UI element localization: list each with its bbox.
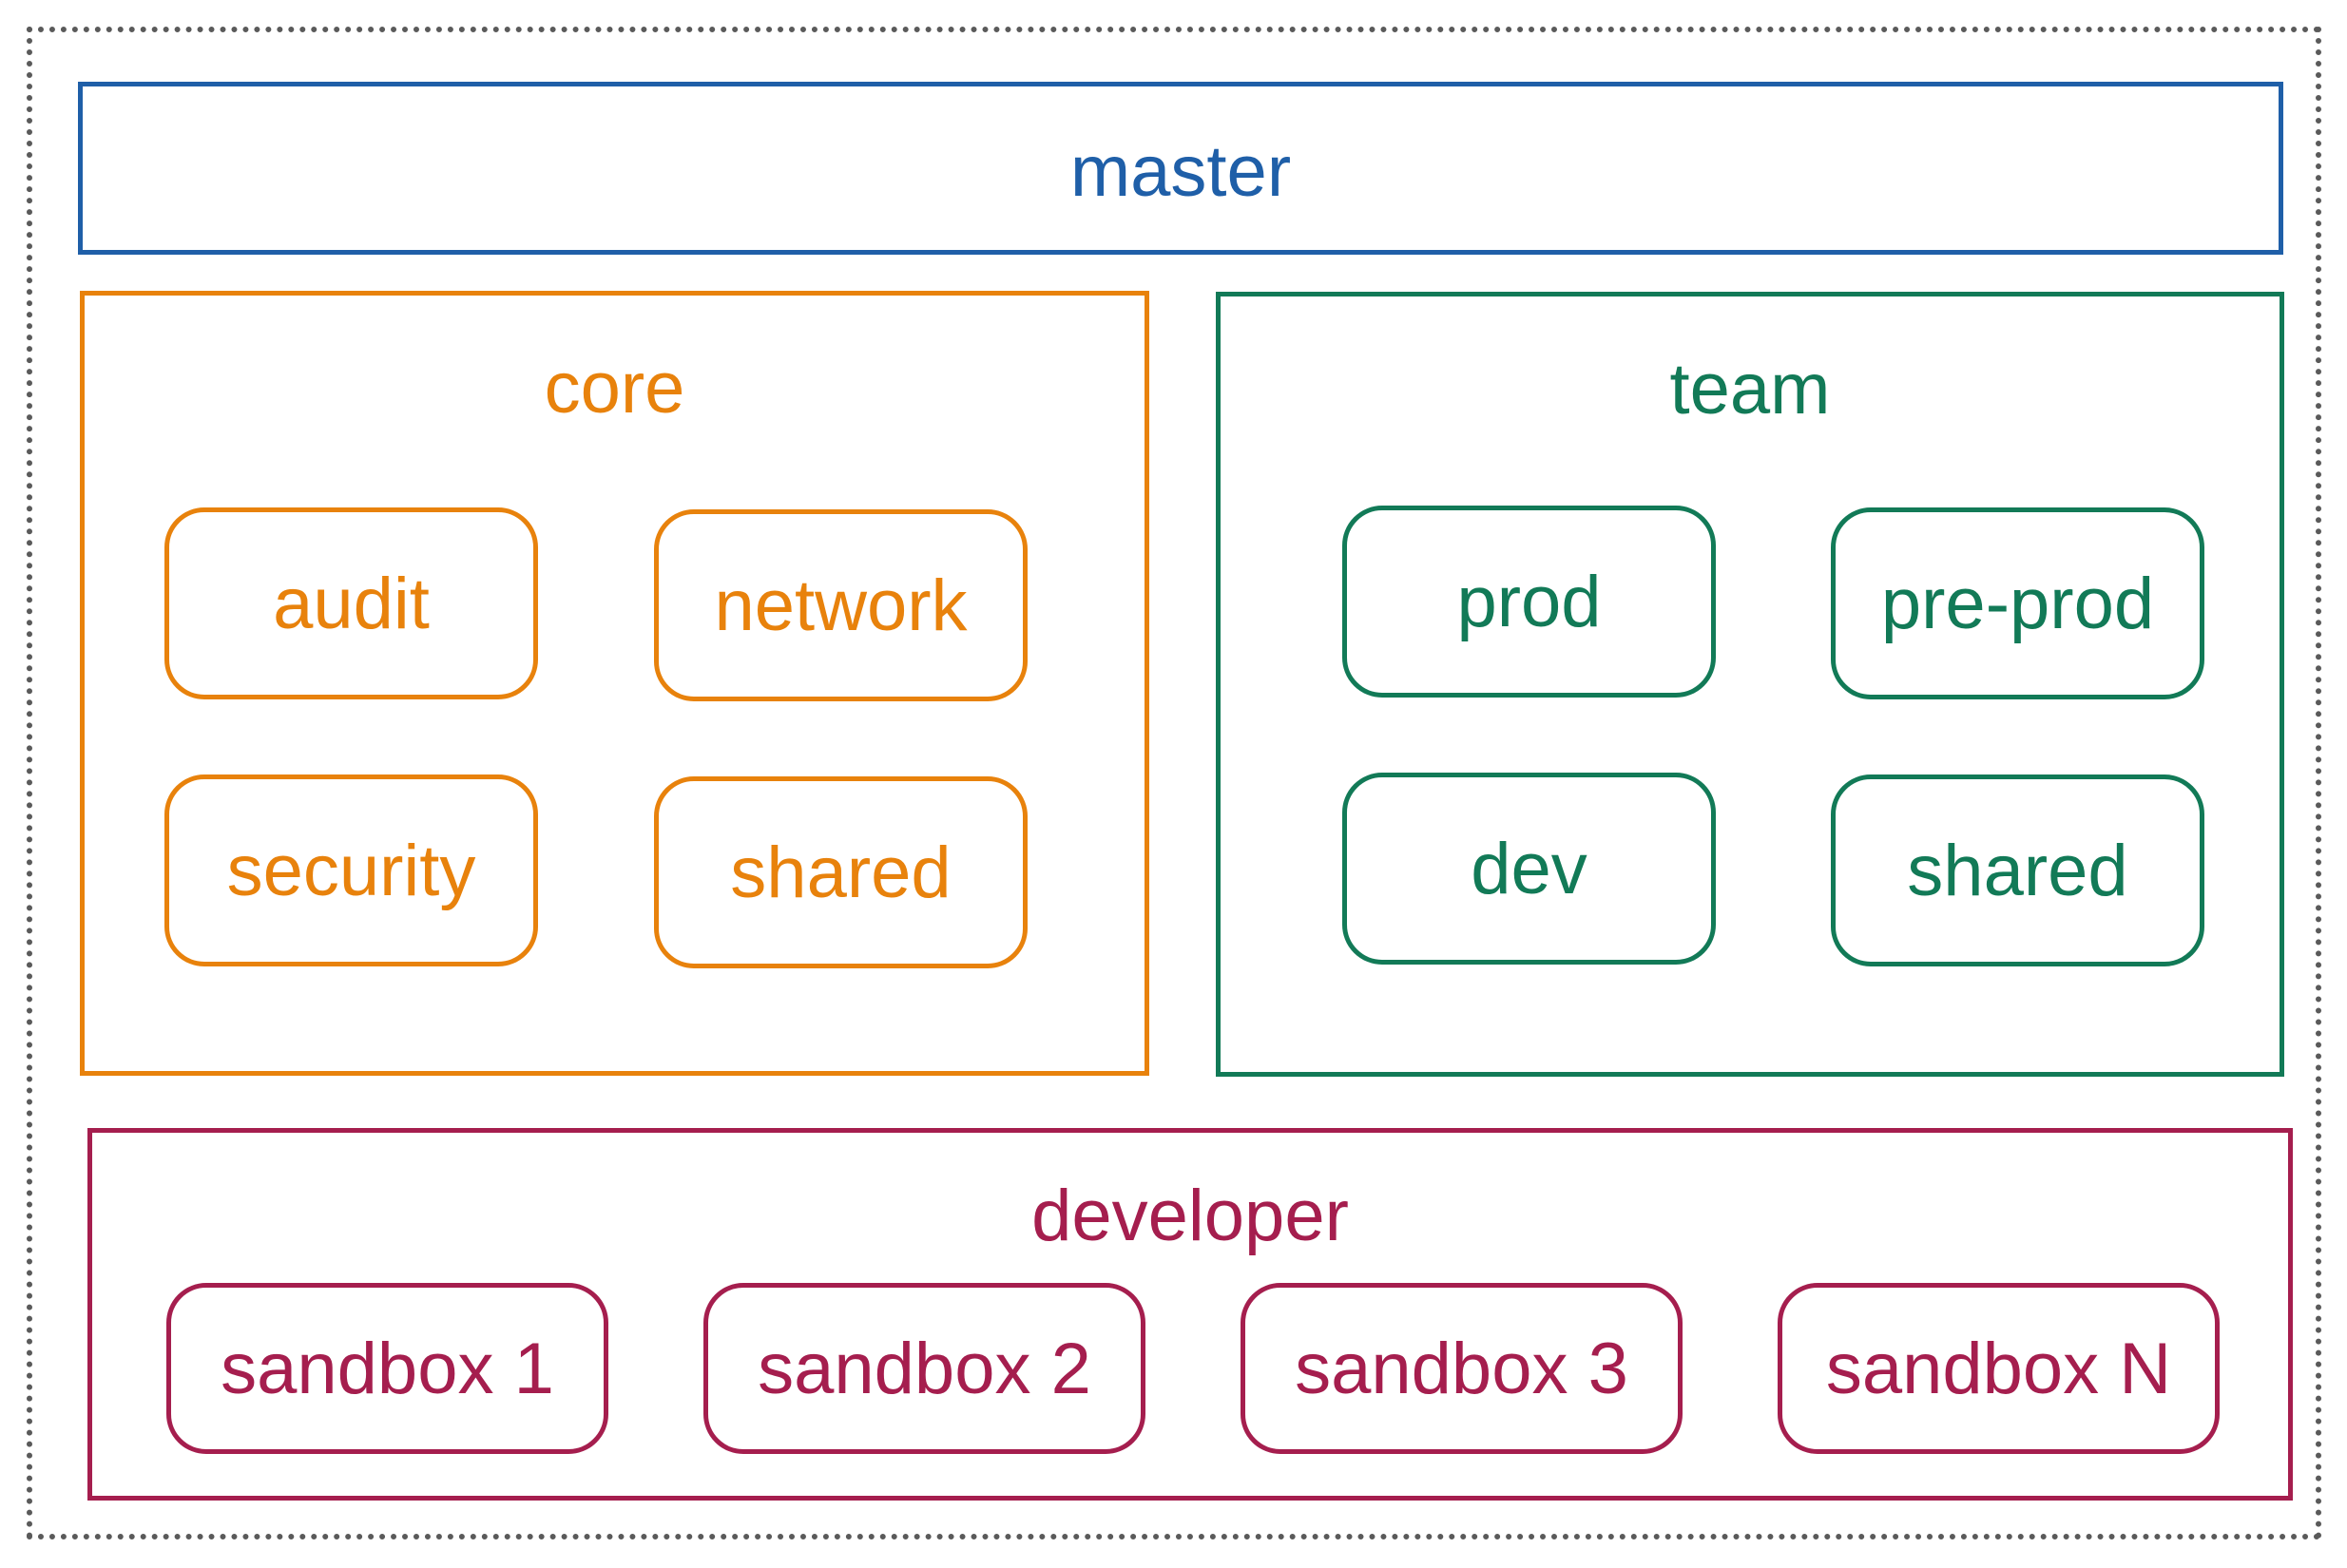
team-shared-node: shared [1831,774,2204,966]
sandbox-n-node: sandbox N [1778,1283,2220,1454]
team-prod-node: prod [1342,506,1716,698]
core-network-node: network [654,509,1028,701]
core-audit-node: audit [164,507,538,699]
sandbox-2-node: sandbox 2 [703,1283,1145,1454]
master-box: master [78,82,2283,255]
sandbox-3-node: sandbox 3 [1241,1283,1683,1454]
core-shared-node: shared [654,776,1028,968]
team-title: team [1669,349,1831,430]
core-title: core [544,348,685,429]
developer-title: developer [1031,1176,1349,1256]
team-pre-prod-node: pre-prod [1831,507,2204,699]
sandbox-1-node: sandbox 1 [166,1283,608,1454]
team-dev-node: dev [1342,773,1716,965]
core-security-node: security [164,774,538,966]
organization-boundary [27,27,2321,1539]
master-title: master [1069,131,1292,212]
